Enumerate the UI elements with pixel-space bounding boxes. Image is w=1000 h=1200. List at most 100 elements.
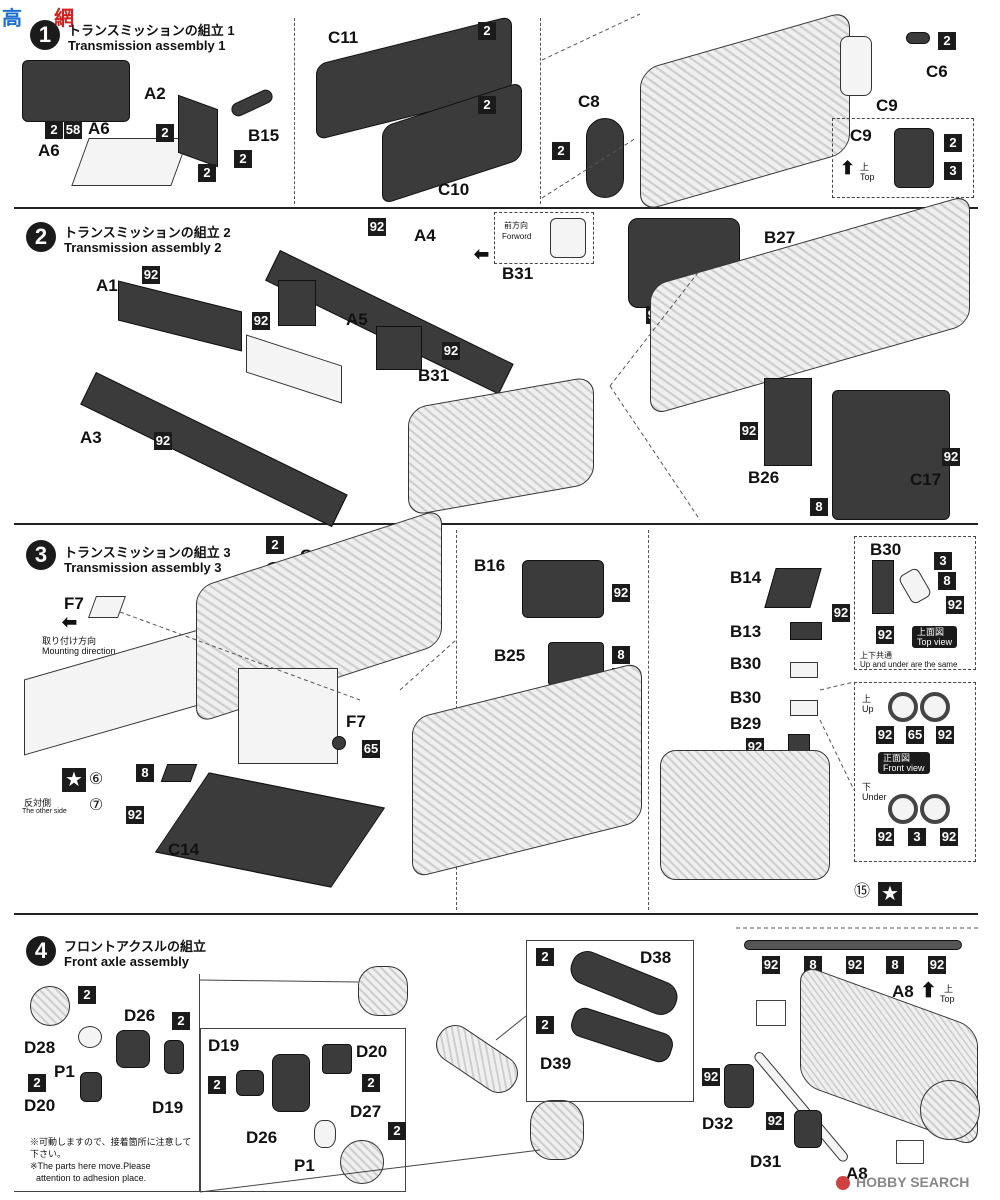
part-d19-left-drawing	[164, 1040, 184, 1074]
label-c14: C14	[168, 840, 200, 859]
other-side-en: The other side	[22, 808, 67, 815]
color-d39: 2	[536, 1016, 554, 1034]
label-f7: F7	[64, 594, 84, 613]
label-c8: C8	[578, 92, 600, 111]
part-d31-drawing	[794, 1110, 822, 1148]
label-b29: B29	[730, 714, 762, 733]
step-1-number: 1	[30, 20, 60, 50]
color-d20: 2	[28, 1074, 46, 1092]
color-d38: 2	[536, 948, 554, 966]
part-under-disc-2-drawing	[920, 794, 950, 824]
color-c10: 2	[478, 96, 496, 114]
under-ja: 下	[862, 782, 872, 792]
part-up-disc-2-drawing	[920, 692, 950, 722]
color-b14: 92	[832, 604, 850, 622]
part-d28-drawing	[30, 986, 70, 1026]
color-d20-b: 2	[362, 1074, 380, 1092]
color-d26: 2	[172, 1012, 190, 1030]
label-d26: D26	[124, 1006, 156, 1025]
footer-logo: HOBBY SEARCH	[856, 1174, 970, 1190]
part-front-wheel-hub-drawing	[920, 1080, 980, 1140]
step-1-title-en: Transmission assembly 1	[68, 38, 226, 53]
mounting-en: Mounting direction	[42, 646, 116, 656]
up-en: Up	[862, 704, 874, 714]
color-c11: 2	[478, 22, 496, 40]
move-note-en-2: attention to adhesion place.	[36, 1173, 147, 1183]
color-a3: 92	[154, 432, 172, 450]
color-b16: 92	[612, 584, 630, 602]
step-3-title-ja: トランスミッションの組立 3	[64, 545, 231, 560]
part-c9-drawing	[840, 36, 872, 96]
color-b30-2: 8	[938, 572, 956, 590]
b31-forward-box	[494, 212, 594, 264]
star-6-icon: ★	[62, 768, 86, 792]
color-up-2: 65	[906, 726, 924, 744]
part-d32-drawing	[724, 1064, 754, 1108]
label-a4: A4	[414, 226, 436, 245]
label-d19-b: D19	[208, 1036, 240, 1055]
color-a6-1: 2	[45, 121, 63, 139]
c9-detail-box	[832, 118, 974, 198]
color-up-1: 92	[876, 726, 894, 744]
label-p1-b: P1	[294, 1156, 315, 1175]
label-b16: B16	[474, 556, 506, 575]
label-a8: A8	[892, 982, 914, 1001]
color-a8-1: 92	[762, 956, 780, 974]
part-a6-frame-drawing	[71, 138, 189, 186]
label-c9-detail: C9	[850, 126, 872, 145]
part-a5-drawing	[278, 280, 316, 326]
color-c9-1: 2	[944, 134, 962, 152]
part-p1-drawing	[78, 1026, 102, 1048]
top-view-en: Top view	[917, 637, 953, 647]
label-a3: A3	[80, 428, 102, 447]
forward-ja: 前方向	[504, 221, 528, 230]
label-b30-a: B30	[730, 654, 762, 673]
up-ja: 上	[862, 694, 872, 704]
c9-top-en: Top	[860, 172, 875, 182]
label-d20: D20	[24, 1096, 56, 1115]
part-axle-knuckle-top-drawing	[358, 966, 408, 1016]
part-under-disc-1-drawing	[888, 794, 918, 824]
d38-d39-box	[526, 940, 694, 1102]
color-d28: 2	[78, 986, 96, 1004]
other-side-ja: 反対側	[24, 798, 52, 808]
top-view-ja: 上面図	[917, 627, 945, 637]
step-4-title-en: Front axle assembly	[64, 954, 189, 969]
color-under-2: 3	[908, 828, 926, 846]
label-b30-detail: B30	[870, 540, 902, 559]
color-b15: 2	[234, 150, 252, 168]
watermark-right: 網	[54, 8, 74, 30]
color-under-1: 92	[876, 828, 894, 846]
part-c17-drawing	[832, 390, 950, 520]
b30-detail-box	[854, 536, 976, 670]
step-4-title-ja: フロントアクスルの組立	[64, 939, 206, 954]
up-under-box	[854, 682, 976, 862]
part-b30-b-drawing	[790, 700, 818, 716]
label-b27: B27	[764, 228, 796, 247]
color-a4-frame: 92	[368, 218, 386, 236]
color-b31: 92	[442, 342, 460, 360]
no-glue-icon-1	[756, 1000, 786, 1026]
color-f7: 65	[362, 740, 380, 758]
part-d26-drawing	[116, 1030, 150, 1068]
color-c17-b: 8	[810, 498, 828, 516]
label-b30-b: B30	[730, 688, 762, 707]
step-1-title-ja: トランスミッションの組立 1	[68, 23, 235, 38]
label-c9: C9	[876, 96, 898, 115]
front-view-tag: 正面図 Front view	[878, 752, 930, 774]
step-2-title-en: Transmission assembly 2	[64, 240, 222, 255]
part-axle-knuckle-bottom-drawing	[530, 1100, 584, 1160]
color-a8-5: 92	[928, 956, 946, 974]
under-en: Under	[862, 792, 887, 802]
color-c14-2: 92	[126, 806, 144, 824]
step4-detail-box-left	[14, 974, 200, 1192]
part-b31-forward-drawing	[550, 218, 586, 258]
color-b26: 92	[740, 422, 758, 440]
star-15-icon: ★	[878, 882, 902, 906]
label-b31: B31	[418, 366, 450, 385]
label-a6-bottom: A6	[38, 141, 60, 160]
part-c9-detail-drawing	[894, 128, 934, 188]
divider-2	[14, 523, 978, 525]
color-c17: 92	[942, 448, 960, 466]
